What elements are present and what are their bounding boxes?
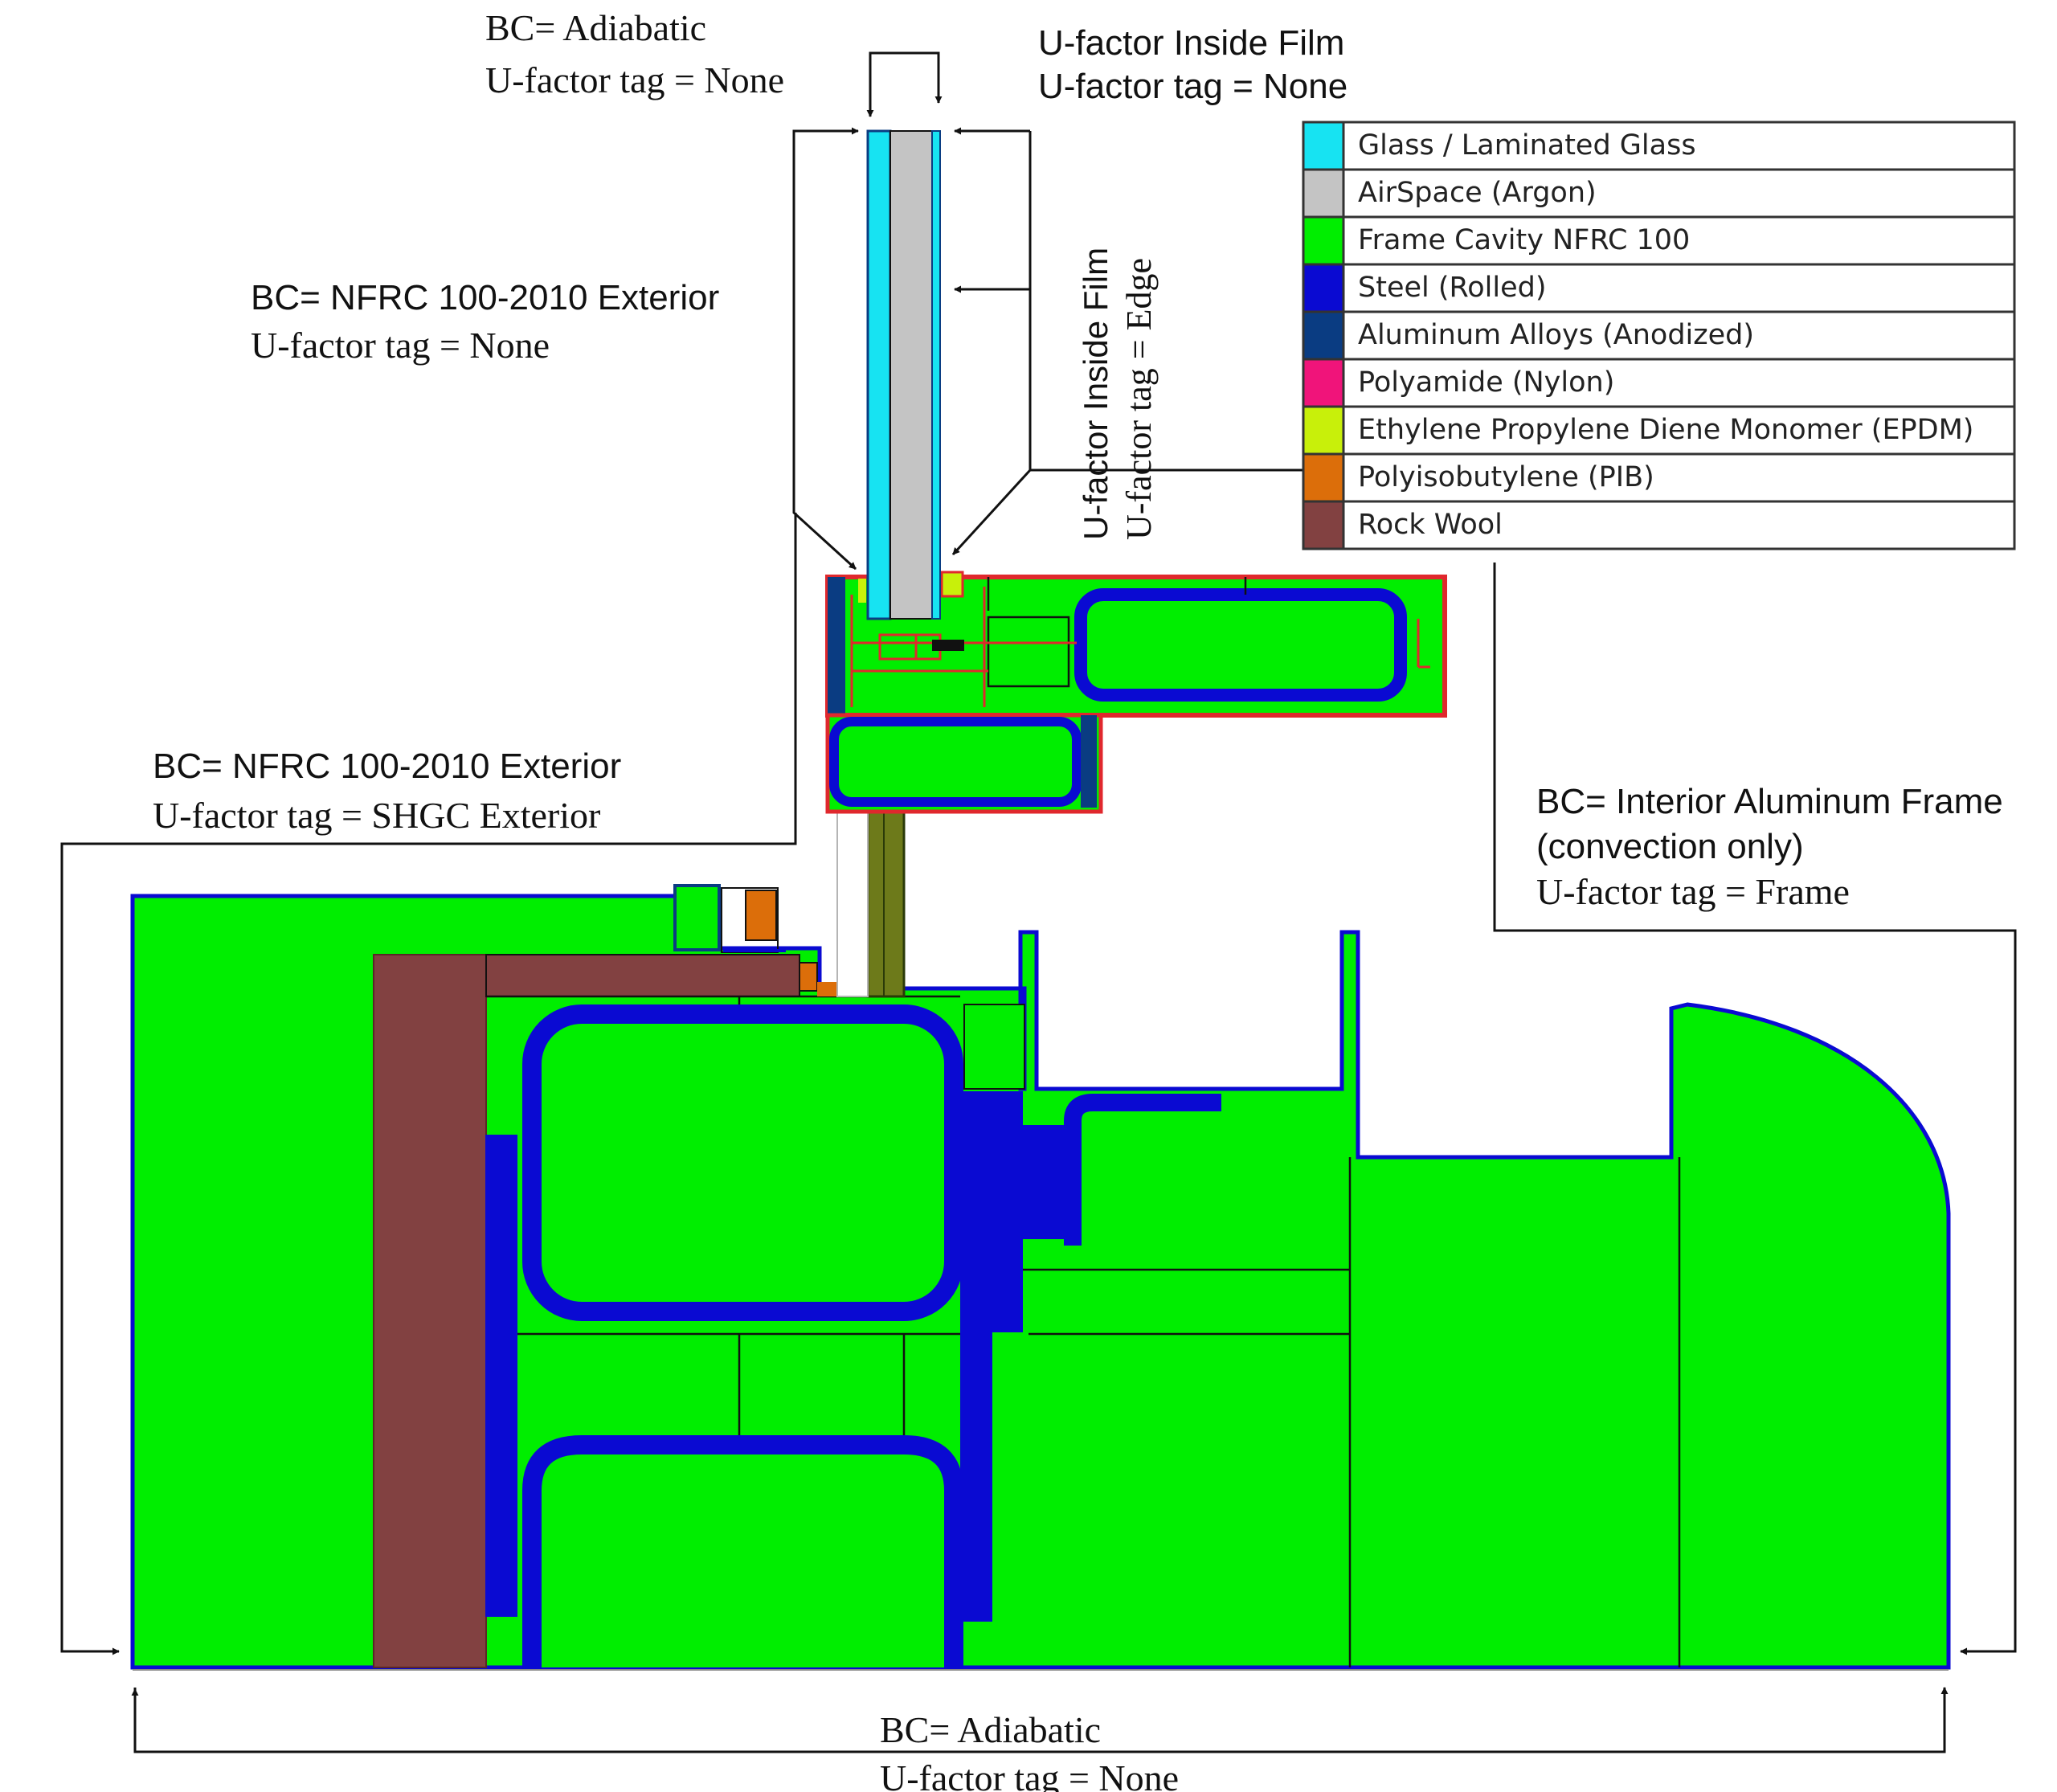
legend-label: Rock Wool: [1358, 509, 1503, 541]
legend-swatch: [1302, 263, 1345, 313]
top-adiabatic-tag: U-factor tag = None: [485, 59, 784, 100]
legend-row: Ethylene Propylene Diene Monomer (EPDM): [1302, 405, 2016, 456]
interior-glass-pane: [931, 130, 941, 620]
rock-wool-column: [373, 954, 487, 1668]
steel-tubes: [522, 1004, 963, 1667]
inside-film-edge-tag: U-factor tag = Edge: [1119, 258, 1159, 540]
legend-row: Polyamide (Nylon): [1302, 358, 2016, 408]
steel-tube-upper: [522, 1004, 963, 1321]
steel-plates: [485, 1091, 1065, 1622]
legend-row: Glass / Laminated Glass: [1302, 121, 2016, 171]
steel-channel: [1064, 1094, 1221, 1246]
exterior-frame-tag: U-factor tag = SHGC Exterior: [153, 795, 600, 836]
legend-label: Polyamide (Nylon): [1358, 366, 1614, 399]
aluminum-mullion: [866, 810, 906, 998]
exterior-glass-tag: U-factor tag = None: [251, 325, 550, 366]
interior-frame-note: (convection only): [1536, 827, 1804, 866]
legend-swatch: [1302, 168, 1345, 219]
legend-row: Frame Cavity NFRC 100: [1302, 215, 2016, 266]
legend-swatch: [1302, 405, 1345, 456]
legend-row: Polyisobutylene (PIB): [1302, 452, 2016, 503]
inside-film-top-bc: U-factor Inside Film: [1038, 23, 1344, 63]
rock-wool-strip: [485, 954, 800, 997]
legend-label: Glass / Laminated Glass: [1358, 129, 1696, 162]
bc-labels: BC= Adiabatic U-factor tag = None U-fact…: [153, 7, 2003, 1792]
interior-frame-tag: U-factor tag = Frame: [1536, 871, 1850, 912]
top-adiabatic-bc: BC= Adiabatic: [485, 7, 706, 48]
insulating-glass-unit: [866, 129, 941, 620]
legend-label: Aluminum Alloys (Anodized): [1358, 319, 1754, 351]
inside-film-top-tag: U-factor tag = None: [1038, 67, 1347, 106]
exterior-glass-bc: BC= NFRC 100-2010 Exterior: [251, 278, 719, 317]
sill-section: [130, 884, 1951, 1670]
exterior-frame-bc: BC= NFRC 100-2010 Exterior: [153, 747, 621, 786]
legend-swatch: [1302, 215, 1345, 266]
bottom-adiabatic-bc: BC= Adiabatic: [880, 1709, 1101, 1750]
legend-row: Steel (Rolled): [1302, 263, 2016, 313]
inside-film-edge-bc: U-factor Inside Film: [1077, 248, 1114, 540]
legend-label: Polyisobutylene (PIB): [1358, 461, 1654, 493]
bc-leader-lines: [60, 51, 2017, 1753]
frame-divider: [963, 1004, 1025, 1090]
legend-row: AirSpace (Argon): [1302, 168, 2016, 219]
legend-swatch: [1302, 310, 1345, 361]
sash-steel-tube: [1074, 588, 1407, 702]
exterior-trim: [673, 884, 841, 996]
legend-row: Aluminum Alloys (Anodized): [1302, 310, 2016, 361]
legend-label: Steel (Rolled): [1358, 272, 1547, 304]
legend-label: Ethylene Propylene Diene Monomer (EPDM): [1358, 414, 1973, 446]
legend-label: Frame Cavity NFRC 100: [1358, 224, 1690, 256]
interior-frame-bc: BC= Interior Aluminum Frame: [1536, 782, 2003, 821]
legend-swatch: [1302, 500, 1345, 550]
legend-swatch: [1302, 358, 1345, 408]
argon-airspace: [889, 130, 933, 620]
legend-swatch: [1302, 452, 1345, 503]
steel-tube-lower: [522, 1435, 963, 1667]
bottom-adiabatic-tag: U-factor tag = None: [880, 1757, 1179, 1792]
legend-swatch: [1302, 121, 1345, 171]
legend-row: Rock Wool: [1302, 500, 2016, 550]
legend-label: AirSpace (Argon): [1358, 177, 1597, 209]
exterior-glass-pane: [866, 129, 892, 620]
